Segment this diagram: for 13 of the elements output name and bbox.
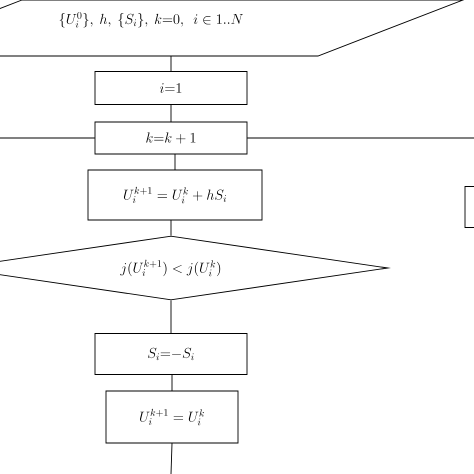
process-box: $S_i{=}{-}S_i$	[94, 333, 248, 375]
process-box: $U_i^{k+1}=U_i^{k}$	[106, 390, 238, 444]
connector-line	[174, 154, 176, 170]
input-parallelogram: $\{U_i^{0}\},\ h,\ \{S_i\},\ k{=}0,\ \ i\in 1..N$	[0, 0, 466, 56]
connector-line	[170, 56, 172, 72]
connector-line	[170, 300, 172, 334]
connector-line	[170, 443, 172, 474]
process-box	[464, 186, 474, 228]
connector-line	[170, 104, 172, 122]
connector-line	[170, 220, 172, 236]
process-box: $i{=}1$	[94, 71, 248, 105]
process-box: $k{=}k+1$	[94, 122, 248, 154]
process-box: $U_i^{k+1}=U_i^{k}+hS_i$	[88, 170, 262, 220]
